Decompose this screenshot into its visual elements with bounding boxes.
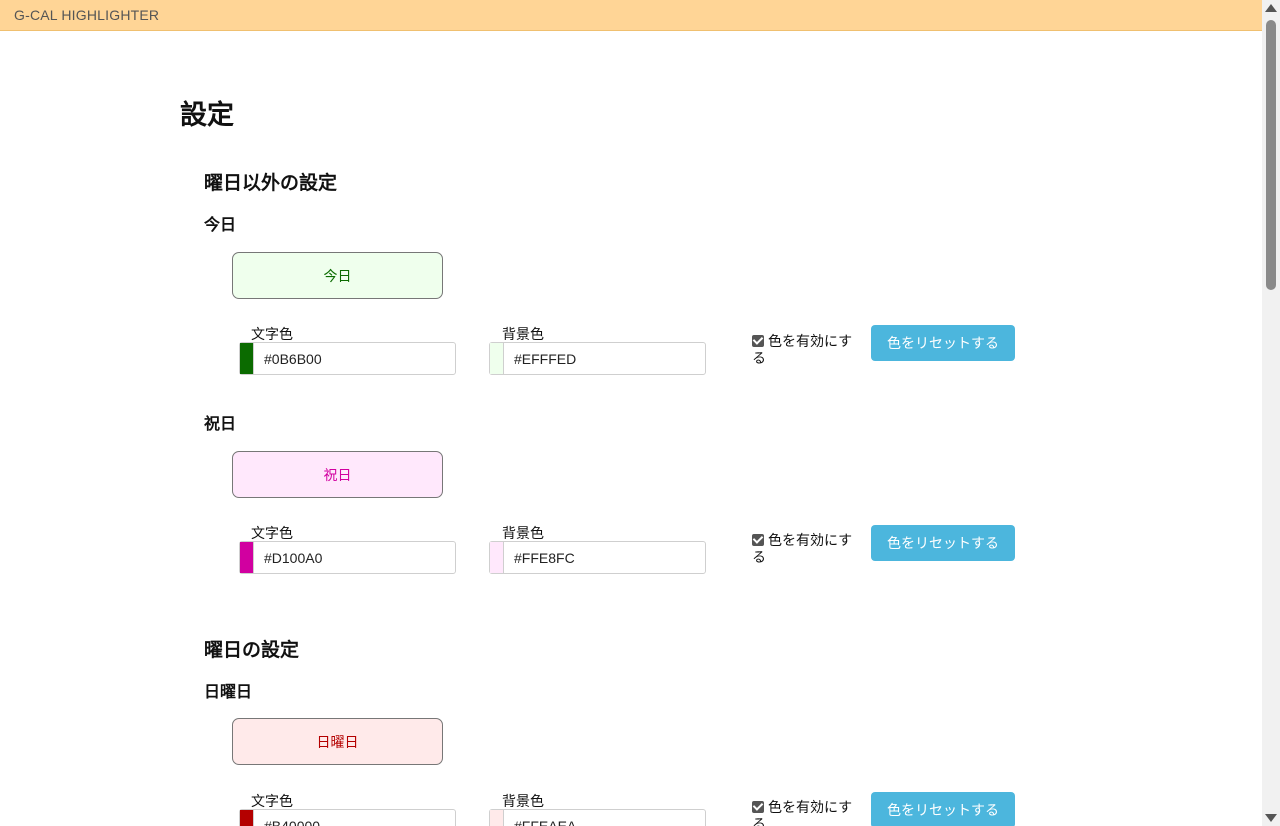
settings-page: 設定 曜日以外の設定 今日 今日 文字色 背景色 色を有効にする 色をリセットす… — [0, 31, 1262, 826]
text-color-swatch-holiday[interactable] — [240, 542, 254, 573]
bg-color-field-holiday — [489, 541, 706, 574]
bg-color-field-today — [489, 342, 706, 375]
enable-color-checkbox-holiday[interactable]: 色を有効にする — [752, 533, 862, 567]
app-title: G-CAL HIGHLIGHTER — [14, 7, 160, 23]
title-bar: G-CAL HIGHLIGHTER — [0, 0, 1262, 31]
bg-color-field-sunday — [489, 809, 706, 826]
scroll-down-arrow-icon[interactable] — [1265, 814, 1277, 822]
page-title: 設定 — [180, 100, 234, 131]
bg-color-label: 背景色 — [502, 794, 544, 810]
enable-color-label: 色を有効にする — [752, 533, 853, 566]
text-color-field-sunday — [239, 809, 456, 826]
text-color-swatch-today[interactable] — [240, 343, 254, 374]
enable-color-checkbox-today[interactable]: 色を有効にする — [752, 334, 862, 368]
text-color-field-today — [239, 342, 456, 375]
item-title-holiday: 祝日 — [204, 414, 237, 433]
text-color-swatch-sunday[interactable] — [240, 810, 254, 826]
bg-color-label: 背景色 — [502, 327, 544, 343]
text-color-label: 文字色 — [251, 526, 293, 542]
section-title-weekday: 曜日の設定 — [204, 639, 300, 661]
checkbox-checked-icon[interactable] — [752, 534, 764, 546]
reset-color-button-sunday[interactable]: 色をリセットする — [871, 792, 1015, 826]
bg-color-swatch-holiday[interactable] — [490, 542, 504, 573]
text-color-input-today[interactable] — [254, 343, 455, 374]
item-title-sunday: 日曜日 — [204, 682, 253, 701]
text-color-label: 文字色 — [251, 327, 293, 343]
text-color-input-holiday[interactable] — [254, 542, 455, 573]
bg-color-swatch-today[interactable] — [490, 343, 504, 374]
reset-color-button-today[interactable]: 色をリセットする — [871, 325, 1015, 361]
bg-color-swatch-sunday[interactable] — [490, 810, 504, 826]
text-color-label: 文字色 — [251, 794, 293, 810]
item-title-today: 今日 — [204, 215, 237, 234]
enable-color-label: 色を有効にする — [752, 800, 853, 826]
vertical-scrollbar[interactable] — [1262, 0, 1280, 826]
enable-color-checkbox-sunday[interactable]: 色を有効にする — [752, 800, 862, 826]
preview-today: 今日 — [232, 252, 443, 299]
checkbox-checked-icon[interactable] — [752, 335, 764, 347]
bg-color-input-today[interactable] — [504, 343, 705, 374]
scrollbar-thumb[interactable] — [1266, 20, 1276, 290]
checkbox-checked-icon[interactable] — [752, 801, 764, 813]
text-color-input-sunday[interactable] — [254, 810, 455, 826]
enable-color-label: 色を有効にする — [752, 334, 853, 367]
bg-color-label: 背景色 — [502, 526, 544, 542]
text-color-field-holiday — [239, 541, 456, 574]
reset-color-button-holiday[interactable]: 色をリセットする — [871, 525, 1015, 561]
bg-color-input-sunday[interactable] — [504, 810, 705, 826]
section-title-other: 曜日以外の設定 — [204, 172, 338, 194]
preview-holiday: 祝日 — [232, 451, 443, 498]
preview-sunday: 日曜日 — [232, 718, 443, 765]
scroll-up-arrow-icon[interactable] — [1265, 4, 1277, 12]
bg-color-input-holiday[interactable] — [504, 542, 705, 573]
